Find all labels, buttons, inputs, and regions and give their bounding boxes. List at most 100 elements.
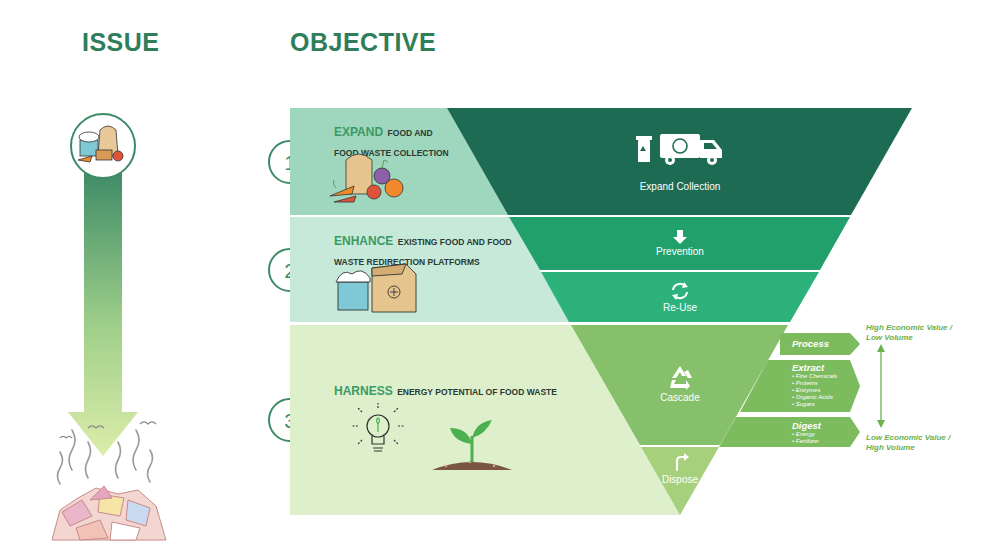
dispose-icon xyxy=(677,457,685,470)
sprout-icon xyxy=(472,420,492,438)
hierarchy-band-fill xyxy=(541,272,819,322)
column-heading: OBJECTIVE xyxy=(290,28,436,57)
issue-food-icon xyxy=(113,151,123,161)
issue-food-icon xyxy=(71,114,135,178)
truck-bin-icon xyxy=(673,139,687,153)
recycle-icon xyxy=(684,370,692,378)
birds xyxy=(60,422,156,438)
reuse-icon xyxy=(672,282,688,300)
bag-icon xyxy=(338,282,368,310)
column-heading: ISSUE xyxy=(82,28,160,57)
sprout-icon xyxy=(450,428,472,444)
recycle-icon xyxy=(672,366,686,378)
truck-bin-icon xyxy=(707,155,717,165)
issue-arrow xyxy=(68,168,138,456)
bulb-icon xyxy=(352,403,404,444)
value-double-arrow xyxy=(877,344,885,352)
reuse-icon xyxy=(672,294,678,300)
arrow-item-text: • Energy xyxy=(792,431,850,438)
bag-icon xyxy=(390,288,398,296)
value-label: Low Economic Value / High Volume xyxy=(866,433,966,452)
hierarchy-band-outline xyxy=(447,108,912,215)
text-holder: Cascade xyxy=(630,392,730,404)
bulb-icon xyxy=(377,418,380,432)
garbage-pile xyxy=(76,520,108,540)
hierarchy-band: Prevention xyxy=(509,217,850,270)
hierarchy-band: Dispose xyxy=(641,447,719,515)
text-holder: Extract• Fine Chemicals• Proteins• Enzym… xyxy=(792,362,850,408)
panel-head-text: EXPAND xyxy=(334,125,383,139)
food-icon xyxy=(385,179,403,197)
band-text: Cascade xyxy=(630,392,730,404)
stink-lines xyxy=(148,450,153,482)
value-double-arrow xyxy=(877,420,885,428)
arrow-head-text: Digest xyxy=(792,420,850,431)
bulb-icon xyxy=(373,448,383,451)
hierarchy-band-outline xyxy=(509,217,850,270)
food-icon xyxy=(330,186,354,196)
hierarchy-band: Expand Collection xyxy=(447,108,912,215)
panel-head-text: HARNESS xyxy=(334,384,393,398)
bag-icon xyxy=(336,271,370,282)
bulb-icon xyxy=(352,403,404,451)
band-text: Expand Collection xyxy=(600,181,760,193)
truck-bin-icon xyxy=(665,155,675,165)
dispose-icon xyxy=(684,453,689,461)
hierarchy-band: Re-Use xyxy=(541,272,819,322)
reuse-icon xyxy=(675,292,687,298)
cascade-arrow: Extract• Fine Chemicals• Proteins• Enzym… xyxy=(740,360,860,412)
down-arrow-icon xyxy=(677,230,683,237)
recycle-icon xyxy=(670,380,690,390)
food-icon xyxy=(382,160,388,168)
dispose-icon xyxy=(677,453,689,470)
bag-icon xyxy=(372,264,406,276)
issue-food-icon xyxy=(79,132,99,142)
panel-head-text: ENHANCE xyxy=(334,234,393,248)
arrow-item-text: • Organic Acids xyxy=(792,394,850,401)
garbage-pile xyxy=(110,522,140,540)
arrow-item-text: • Enzymes xyxy=(792,387,850,394)
hierarchy-band-fill xyxy=(447,108,912,215)
issue-food-icon xyxy=(71,114,135,178)
value-double-arrow xyxy=(877,344,885,428)
value-label: High Economic Value / Low Volume xyxy=(866,323,966,342)
birds xyxy=(140,422,156,424)
panel-body-text: ENERGY POTENTIAL OF FOOD WASTE xyxy=(397,387,557,397)
birds xyxy=(60,437,72,439)
reuse-icon xyxy=(673,284,685,290)
birds xyxy=(88,426,104,428)
cascade-arrow: Process xyxy=(780,333,860,355)
bag-icon xyxy=(372,264,416,312)
text-holder: Process xyxy=(792,338,850,349)
stink-lines xyxy=(58,452,63,484)
garbage-pile xyxy=(52,488,166,540)
hierarchy-band-fill xyxy=(641,447,719,515)
bag-icon xyxy=(388,286,400,298)
band-text: Prevention xyxy=(600,246,760,258)
arrow-item-text: • Sugars xyxy=(792,401,850,408)
arrow-item-text: • Proteins xyxy=(792,380,850,387)
cascade-arrow-outline xyxy=(719,417,860,447)
food-icon xyxy=(333,180,336,188)
hierarchy-band-fill xyxy=(509,217,850,270)
truck-bin-icon xyxy=(660,134,700,158)
truck-bin-icon xyxy=(636,134,722,165)
recycle-icon xyxy=(670,366,692,390)
truck-bin-icon xyxy=(710,158,714,162)
garbage-pile xyxy=(126,500,150,526)
cascade-arrow-fill xyxy=(740,360,860,412)
down-arrow-icon xyxy=(673,230,687,244)
truck-bin-icon xyxy=(668,158,672,162)
food-icon xyxy=(346,154,372,194)
issue-food-icon xyxy=(80,140,98,156)
text-holder: Digest• Energy• Fertilizer xyxy=(792,420,850,445)
garbage-pile xyxy=(62,500,92,526)
text-holder: HARNESS ENERGY POTENTIAL OF FOOD WASTE xyxy=(334,380,574,400)
hierarchy-band-outline xyxy=(541,272,819,322)
text-holder: Re-Use xyxy=(600,302,760,314)
garbage-pile xyxy=(90,486,112,500)
truck-bin-icon xyxy=(700,140,722,158)
truck-bin-icon xyxy=(638,140,650,162)
stink-lines xyxy=(58,430,153,484)
stink-lines xyxy=(133,430,139,470)
